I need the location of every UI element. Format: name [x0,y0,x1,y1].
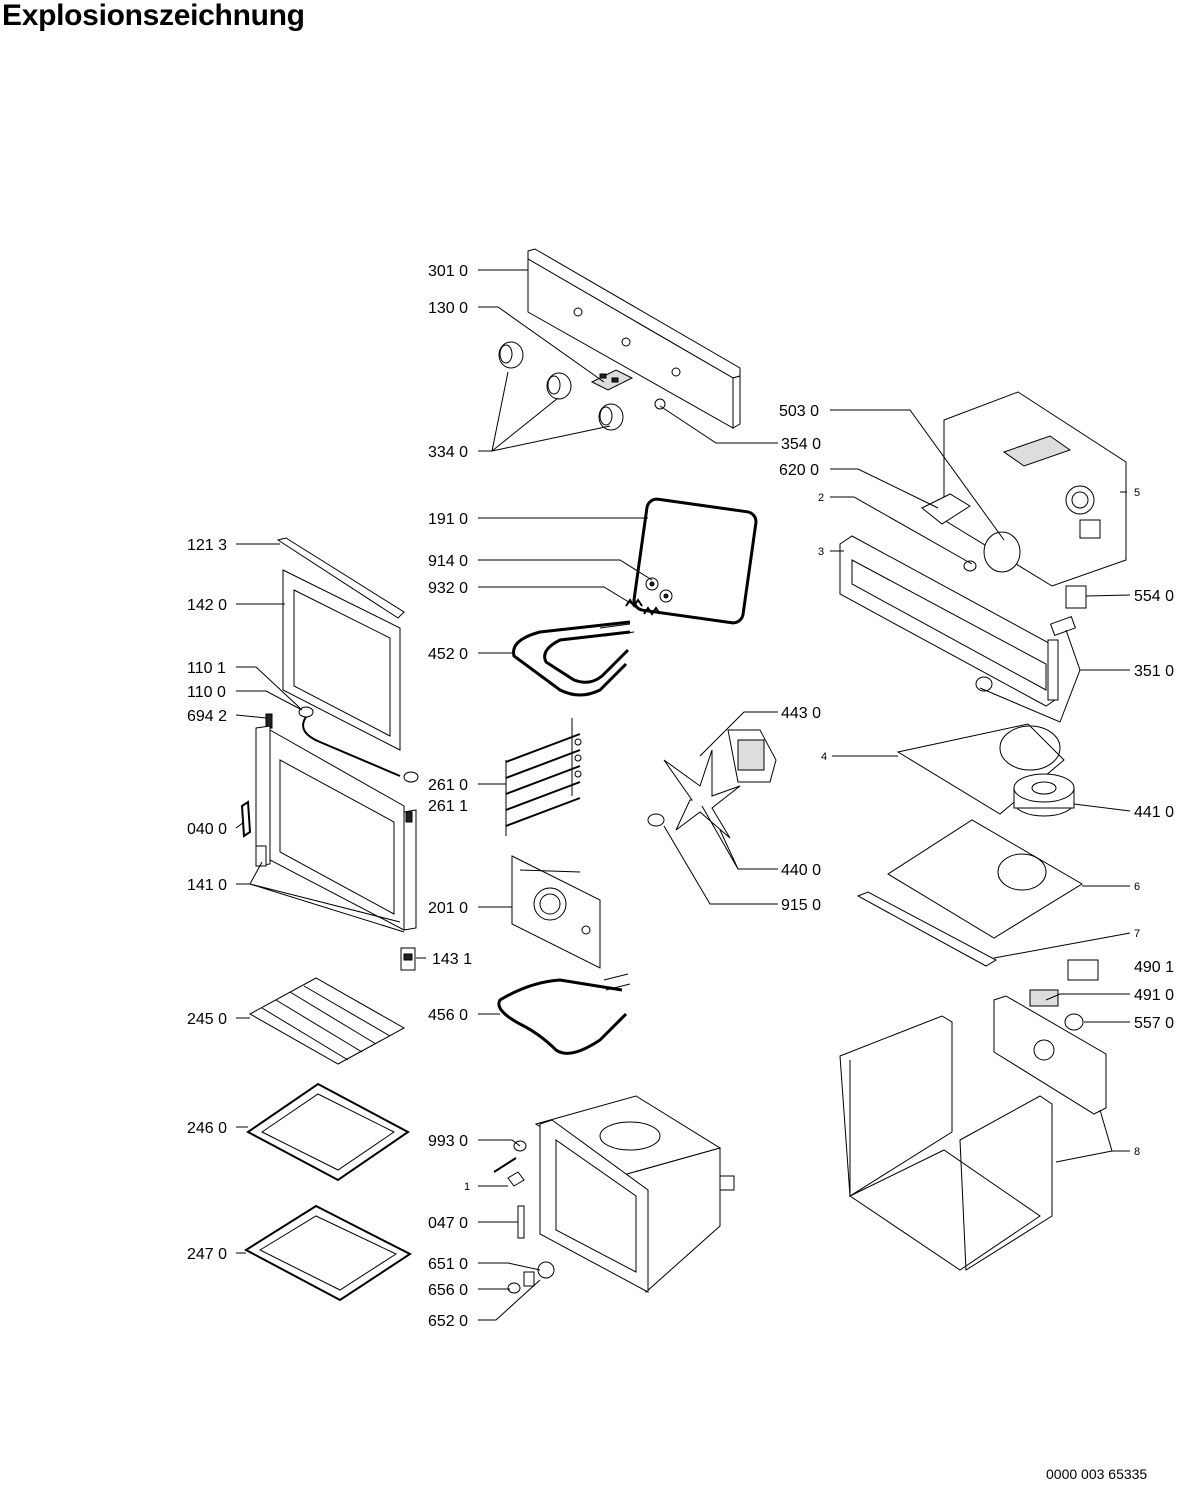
callout-993-0: 993 0 [428,1133,468,1150]
callout-6: 6 [1134,881,1140,893]
part-thermostat [1065,585,1087,609]
part-knobs [498,341,624,431]
callout-441-0: 441 0 [1134,804,1174,821]
part-oven-housing [839,995,1107,1271]
callout-652-0: 652 0 [428,1313,468,1330]
callout-191-0: 191 0 [428,511,468,528]
part-front-frame [839,535,1059,707]
part-fasteners [625,577,673,616]
callout-491-0: 491 0 [1134,987,1174,1004]
callout-4: 4 [821,751,827,763]
part-outer-door [255,725,417,931]
callout-5: 5 [1134,487,1140,499]
callout-8: 8 [1134,1146,1140,1158]
part-oven-cavity [534,1095,735,1293]
callout-040-0: 040 0 [187,821,227,838]
callout-247-0: 247 0 [187,1246,227,1263]
callout-456-0: 456 0 [428,1007,468,1024]
part-rear-housing [943,391,1127,587]
callout-110-1: 110 1 [187,660,226,677]
part-door-hinge [255,845,267,867]
part-door-seal [632,497,758,625]
callout-915-0: 915 0 [781,897,821,914]
part-fan-nut [647,813,665,827]
part-shelf-supports [505,718,582,836]
callout-201-0: 201 0 [428,900,468,917]
part-switch-557 [1064,1013,1084,1031]
callout-651-0: 651 0 [428,1256,468,1273]
callout-914-0: 914 0 [428,553,468,570]
part-hinge [240,800,252,838]
page-title: Explosionszeichnung [2,0,305,32]
callout-1: 1 [464,1181,470,1193]
callout-443-0: 443 0 [781,705,821,722]
document-number: 0000 003 65335 [1046,1466,1148,1482]
part-relay [921,493,971,525]
callout-354-0: 354 0 [781,436,821,453]
part-inner-glass [282,569,401,751]
part-control-panel [527,248,741,429]
callout-452-0: 452 0 [428,646,468,663]
callout-656-0: 656 0 [428,1282,468,1299]
callout-121-3: 121 3 [187,537,227,554]
callout-334-0: 334 0 [428,444,468,461]
part-fan-cover [511,855,601,969]
part-fan-blade [663,749,741,839]
part-top-heating-element [512,620,635,697]
callout-130-0: 130 0 [428,300,468,317]
callout-301-0: 301 0 [428,263,468,280]
part-lower-heating-element [497,973,631,1055]
part-switch [590,369,634,391]
part-radial-fan [1013,773,1075,817]
callout-7: 7 [1134,928,1140,940]
leader-lines [235,269,1131,1321]
callout-620-0: 620 0 [779,462,819,479]
part-front-strip [856,891,998,967]
part-lamp [975,615,1077,692]
callout-554-0: 554 0 [1134,588,1174,605]
callout-141-0: 141 0 [187,877,227,894]
callout-932-0: 932 0 [428,580,468,597]
callout-2: 2 [818,492,824,504]
callout-047-0: 047 0 [428,1215,468,1232]
part-door-top-profile [276,537,405,619]
callout-110-0: 110 0 [187,684,226,701]
callout-440-0: 440 0 [781,862,821,879]
part-cooling-fan-motor [963,531,1021,573]
part-fan-motor [727,729,777,783]
part-handle-holders [298,706,419,783]
callout-261-1: 261 1 [428,798,468,815]
callout-3: 3 [818,546,824,558]
callout-142-0: 142 0 [187,597,227,614]
part-deep-tray [244,1204,412,1302]
callout-490-1: 490 1 [1134,959,1174,976]
part-baking-tray [246,1082,410,1182]
callout-694-2: 694 2 [187,708,227,725]
callout-557-0: 557 0 [1134,1015,1174,1032]
callout-261-0: 261 0 [428,777,468,794]
part-wire-rack [248,977,406,1065]
part-top-panel [887,819,1083,939]
callout-351-0: 351 0 [1134,663,1174,680]
callout-503-0: 503 0 [779,403,819,420]
part-terminal-491 [1029,989,1059,1007]
part-terminal-490 [1067,959,1099,981]
callout-143-1: 143 1 [432,951,472,968]
callout-245-0: 245 0 [187,1011,227,1028]
callout-246-0: 246 0 [187,1120,227,1137]
